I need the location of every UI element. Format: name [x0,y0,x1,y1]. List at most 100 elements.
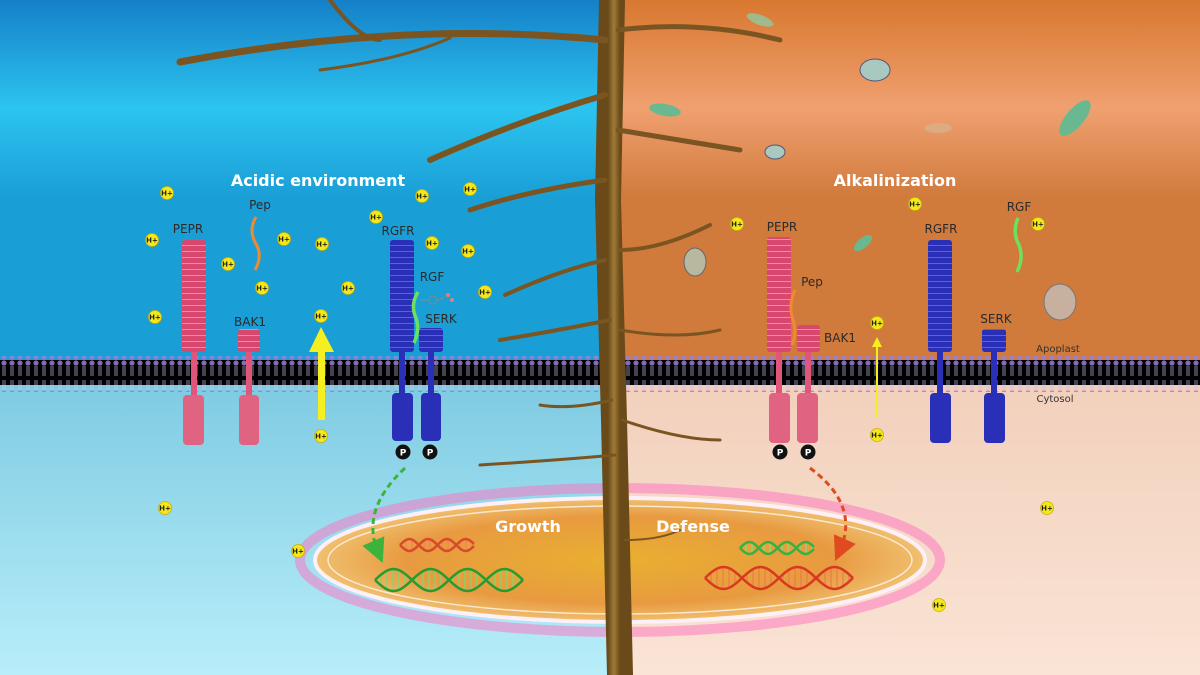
proton-icon: H+ [1031,217,1045,231]
growth-dna-small-repressed [399,537,475,553]
left-rgfr-receptor [390,240,414,441]
proton-icon: H+ [314,429,328,443]
alkaline-apoplast-background [610,0,1200,360]
right-bak1-receptor [797,325,820,443]
defense-dna-small-repressed [739,540,815,556]
right-pep-peptide [789,289,797,346]
svg-text:P: P [400,449,407,459]
proton-icon: H+ [870,428,884,442]
proton-icon: H+ [870,316,884,330]
left-pep-label: Pep [249,198,271,212]
acidic-apoplast-background [0,0,610,360]
right-rgfr-receptor [928,240,952,443]
proton-icon: H+ [277,232,291,246]
svg-text:H+: H+ [342,285,354,293]
bacterium-icon [649,103,681,117]
proton-icon: H+ [425,236,439,250]
apoplast-label: Apoplast [1036,344,1080,355]
left-proton-arrow [309,327,334,420]
svg-text:H+: H+ [370,214,382,222]
svg-text:H+: H+ [315,433,327,441]
plant-root [176,0,783,675]
svg-text:H+: H+ [278,236,290,244]
alkalinization-title: Alkalinization [834,171,957,190]
proton-icon: H+ [315,237,329,251]
svg-text:P: P [427,449,434,459]
svg-text:H+: H+ [1041,505,1053,513]
right-rgf-peptide [1013,217,1023,273]
right-proton-arrow [872,337,882,417]
proton-group: H+ H+ H+ H+ H+ H+ H+ H+ H+ H+ H+ H+ H+ H+ H+ H+ H+ H+ H+ H+… [145,182,1054,612]
left-pepr-label: PEPR [173,222,203,236]
proton-icon: H+ [932,598,946,612]
svg-text:H+: H+ [464,186,476,194]
right-pep-label: Pep [801,275,823,289]
proton-icon: H+ [221,257,235,271]
proton-icon: H+ [158,501,172,515]
defense-signal-arrow [809,466,856,561]
bacterium-icon [853,234,873,252]
left-pepr-receptor [182,240,206,445]
proton-icon: H+ [341,281,355,295]
phosphate-icon: P [772,444,788,460]
left-bak1-receptor [238,329,260,445]
bacterium-icon [859,58,891,82]
proton-icon: H+ [730,217,744,231]
left-serk-label: SERK [425,312,458,326]
phosphate-icon: P [395,444,411,460]
proton-icon: H+ [908,197,922,211]
cytosol-label: Cytosol [1036,394,1073,405]
svg-text:H+: H+ [315,313,327,321]
left-rgf-label: RGF [420,270,445,284]
right-serk-receptor [982,329,1006,443]
svg-text:H+: H+ [479,289,491,297]
bacteria-group [649,13,1091,321]
proton-icon: H+ [255,281,269,295]
bacterium-icon [1059,100,1091,136]
phosphate-icon: P [800,444,816,460]
svg-text:H+: H+ [933,602,945,610]
growth-dna-large-expressed [374,567,524,593]
defense-label: Defense [656,517,730,536]
svg-text:H+: H+ [871,320,883,328]
svg-text:H+: H+ [909,201,921,209]
svg-text:H+: H+ [159,505,171,513]
left-rgfr-label: RGFR [382,224,415,238]
left-bak1-label: BAK1 [234,315,266,329]
svg-text:H+: H+ [161,190,173,198]
bacterium-icon [924,123,952,133]
svg-text:P: P [805,449,812,459]
proton-icon: H+ [478,285,492,299]
svg-text:H+: H+ [256,285,268,293]
svg-text:H+: H+ [462,248,474,256]
sulfotyrosine-icon [420,293,454,305]
growth-label: Growth [495,517,561,536]
bacterium-icon [683,247,707,277]
phosphate-icon: P [422,444,438,460]
left-serk-receptor [419,328,443,441]
proton-icon: H+ [461,244,475,258]
bacterium-icon [764,144,786,160]
svg-text:H+: H+ [292,548,304,556]
dna-group [374,537,854,593]
svg-text:P: P [777,449,784,459]
svg-text:H+: H+ [731,221,743,229]
proton-icon: H+ [463,182,477,196]
proton-icon: H+ [1040,501,1054,515]
defense-dna-large-expressed [704,565,854,591]
svg-text:H+: H+ [871,432,883,440]
svg-text:H+: H+ [222,261,234,269]
right-pepr-receptor [767,237,791,443]
svg-text:H+: H+ [316,241,328,249]
svg-text:H+: H+ [426,240,438,248]
right-bak1-label: BAK1 [824,331,856,345]
acidic-environment-title: Acidic environment [231,171,406,190]
svg-text:H+: H+ [1032,221,1044,229]
proton-icon: H+ [145,233,159,247]
bacterium-icon [746,13,774,27]
svg-text:H+: H+ [146,237,158,245]
proton-icon: H+ [369,210,383,224]
proton-icon: H+ [160,186,174,200]
